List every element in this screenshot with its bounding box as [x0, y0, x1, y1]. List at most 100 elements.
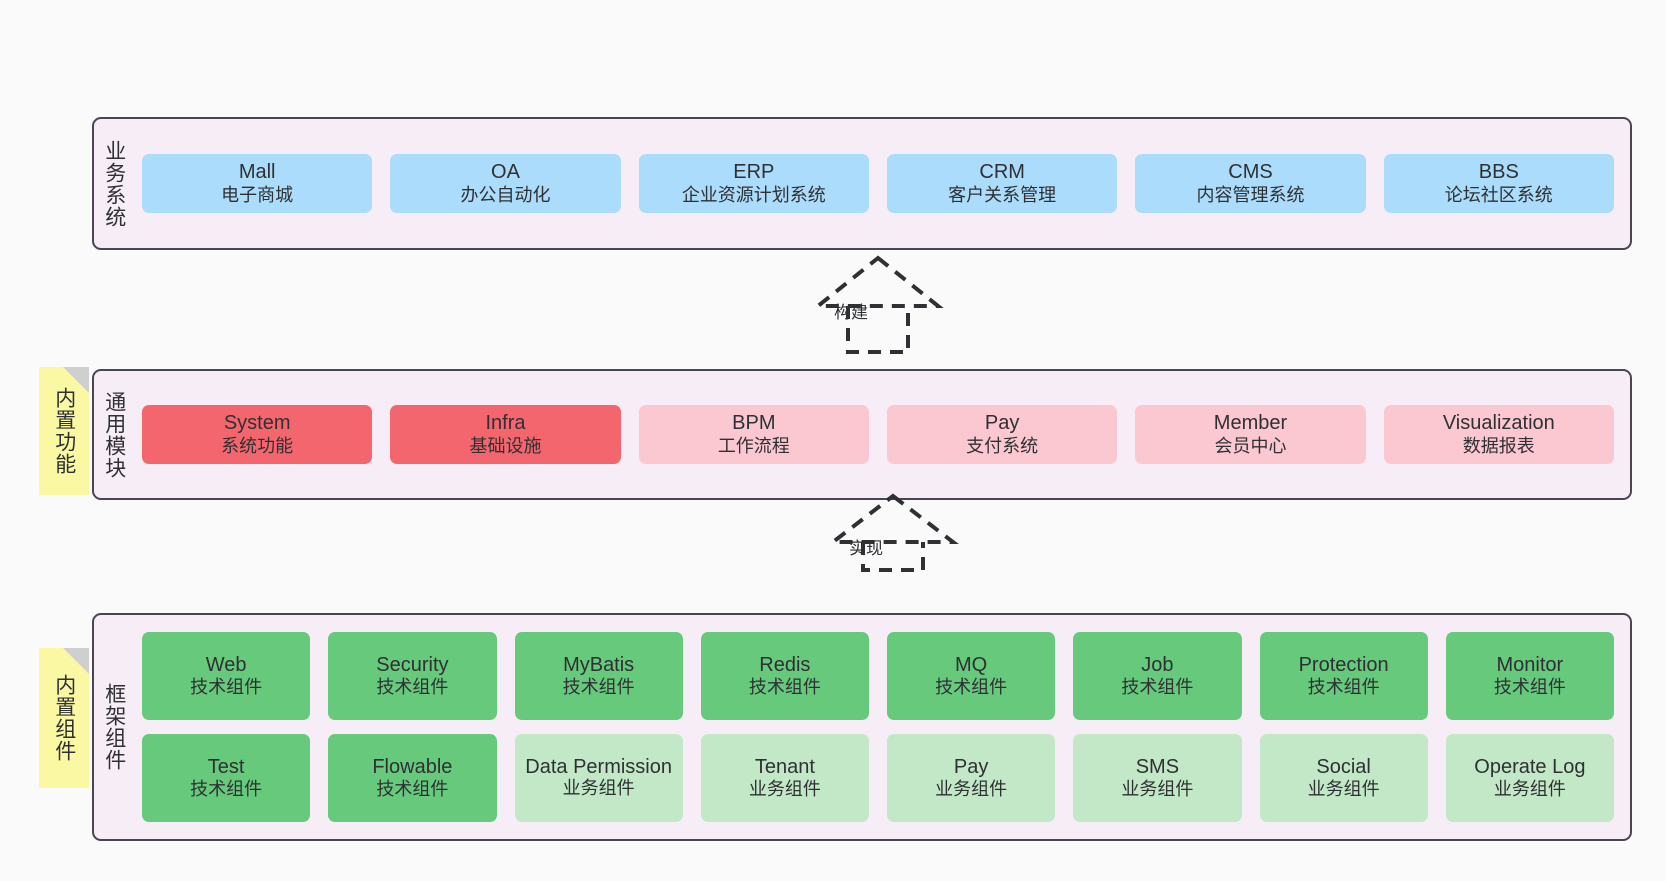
layer-label-common-modules: 通用模块 [102, 390, 126, 479]
connector-build-arrow [812, 255, 944, 354]
node-monitor[interactable]: Monitor 技术组件 [1445, 632, 1614, 720]
node-subtitle: 技术组件 [190, 779, 263, 800]
node-subtitle: 电子商城 [221, 184, 294, 205]
node-subtitle: 客户关系管理 [948, 184, 1057, 205]
node-pay-component[interactable]: Pay 业务组件 [887, 734, 1056, 822]
node-subtitle: 技术组件 [376, 779, 449, 800]
node-subtitle: 办公自动化 [460, 184, 551, 205]
node-subtitle: 支付系统 [966, 435, 1039, 456]
node-crm[interactable]: CRM 客户关系管理 [886, 154, 1118, 213]
sticky-note-builtin-components: 内置组件 [39, 648, 89, 788]
node-oa[interactable]: OA 办公自动化 [390, 154, 621, 213]
node-system[interactable]: System 系统功能 [142, 405, 373, 464]
node-title: OA [491, 161, 520, 184]
layer-body-common-modules: System 系统功能 Infra 基础设施 BPM 工作流程 Pay 支付系统… [134, 371, 1630, 498]
node-operate-log[interactable]: Operate Log 业务组件 [1445, 734, 1614, 822]
connector-implement-arrow [827, 493, 959, 572]
node-title: BBS [1478, 161, 1519, 184]
node-visualization[interactable]: Visualization 数据报表 [1383, 405, 1614, 464]
node-bpm[interactable]: BPM 工作流程 [638, 405, 869, 464]
layer-body-business-systems: Mall 电子商城 OA 办公自动化 ERP 企业资源计划系统 CRM 客户关系… [134, 119, 1630, 248]
node-subtitle: 技术组件 [1121, 677, 1194, 698]
node-title: Member [1213, 412, 1288, 435]
node-subtitle: 技术组件 [935, 677, 1008, 698]
node-title: Flowable [372, 755, 453, 778]
node-title: Test [207, 755, 245, 778]
node-subtitle: 业务组件 [1121, 779, 1194, 800]
sticky-note-builtin-features: 内置功能 [39, 367, 89, 495]
node-job[interactable]: Job 技术组件 [1073, 632, 1242, 720]
node-subtitle: 技术组件 [1493, 677, 1566, 698]
node-subtitle: 论坛社区系统 [1444, 184, 1553, 205]
node-title: CMS [1228, 161, 1273, 184]
node-title: Social [1316, 755, 1371, 778]
layer-label-framework-components: 框架组件 [102, 683, 126, 771]
note-fold-corner [63, 648, 89, 674]
node-bbs[interactable]: BBS 论坛社区系统 [1383, 154, 1614, 213]
node-subtitle: 内容管理系统 [1196, 184, 1305, 205]
node-subtitle: 技术组件 [376, 677, 449, 698]
node-data-permission[interactable]: Data Permission 业务组件 [514, 734, 683, 822]
node-title: ERP [733, 161, 775, 184]
node-subtitle: 业务组件 [1493, 779, 1566, 800]
node-erp[interactable]: ERP 企业资源计划系统 [638, 154, 869, 213]
node-infra[interactable]: Infra 基础设施 [390, 405, 621, 464]
node-title: MyBatis [563, 653, 635, 676]
sticky-note-label: 内置组件 [52, 674, 76, 762]
node-title: Visualization [1442, 412, 1555, 435]
node-title: Security [376, 653, 449, 676]
layer-common-modules: 通用模块 System 系统功能 Infra 基础设施 BPM 工作流程 Pay… [92, 369, 1632, 500]
node-redis[interactable]: Redis 技术组件 [700, 632, 869, 720]
node-subtitle: 基础设施 [469, 435, 542, 456]
node-subtitle: 技术组件 [748, 677, 821, 698]
row: Web 技术组件 Security 技术组件 MyBatis 技术组件 Redi… [142, 632, 1614, 720]
node-flowable[interactable]: Flowable 技术组件 [328, 734, 497, 822]
layer-body-framework-components: Web 技术组件 Security 技术组件 MyBatis 技术组件 Redi… [134, 615, 1630, 839]
connector-build-label: 构建 [834, 303, 868, 322]
node-title: CRM [979, 161, 1025, 184]
note-fold-corner [63, 367, 89, 393]
node-title: MQ [955, 653, 988, 676]
node-cms[interactable]: CMS 内容管理系统 [1135, 154, 1366, 213]
node-subtitle: 技术组件 [190, 677, 263, 698]
row: Mall 电子商城 OA 办公自动化 ERP 企业资源计划系统 CRM 客户关系… [142, 154, 1614, 213]
node-title: Mall [238, 161, 276, 184]
node-social[interactable]: Social 业务组件 [1259, 734, 1428, 822]
layer-business-systems: 业务系统 Mall 电子商城 OA 办公自动化 ERP 企业资源计划系统 CRM… [92, 117, 1632, 250]
node-subtitle: 技术组件 [562, 677, 635, 698]
node-subtitle: 工作流程 [717, 435, 790, 456]
node-title: Pay [984, 412, 1020, 435]
node-mybatis[interactable]: MyBatis 技术组件 [514, 632, 683, 720]
node-subtitle: 业务组件 [935, 779, 1008, 800]
node-subtitle: 数据报表 [1462, 435, 1535, 456]
node-title: System [223, 412, 291, 435]
node-member[interactable]: Member 会员中心 [1135, 405, 1366, 464]
node-title: Pay [953, 755, 989, 778]
node-subtitle: 业务组件 [748, 779, 821, 800]
node-tenant[interactable]: Tenant 业务组件 [700, 734, 869, 822]
node-protection[interactable]: Protection 技术组件 [1259, 632, 1428, 720]
node-subtitle: 技术组件 [1307, 677, 1380, 698]
node-pay[interactable]: Pay 支付系统 [886, 405, 1118, 464]
node-title: Protection [1298, 653, 1389, 676]
node-title: Job [1141, 653, 1174, 676]
row: Test 技术组件 Flowable 技术组件 Data Permission … [142, 734, 1614, 822]
node-title: BPM [732, 412, 776, 435]
connector-implement-label: 实现 [849, 539, 883, 558]
node-security[interactable]: Security 技术组件 [328, 632, 497, 720]
node-test[interactable]: Test 技术组件 [142, 734, 311, 822]
sticky-note-label: 内置功能 [52, 387, 76, 475]
connector-implement: 实现 [805, 490, 965, 575]
node-title: Monitor [1496, 653, 1564, 676]
node-subtitle: 企业资源计划系统 [681, 184, 826, 205]
node-sms[interactable]: SMS 业务组件 [1073, 734, 1242, 822]
node-web[interactable]: Web 技术组件 [142, 632, 311, 720]
node-mall[interactable]: Mall 电子商城 [142, 154, 373, 213]
node-title: Redis [759, 653, 811, 676]
layer-framework-components: 框架组件 Web 技术组件 Security 技术组件 MyBatis 技术组件… [92, 613, 1632, 841]
node-title: Data Permission [525, 755, 672, 778]
connector-build: 构建 [790, 250, 950, 360]
node-title: Infra [485, 412, 526, 435]
node-mq[interactable]: MQ 技术组件 [887, 632, 1056, 720]
